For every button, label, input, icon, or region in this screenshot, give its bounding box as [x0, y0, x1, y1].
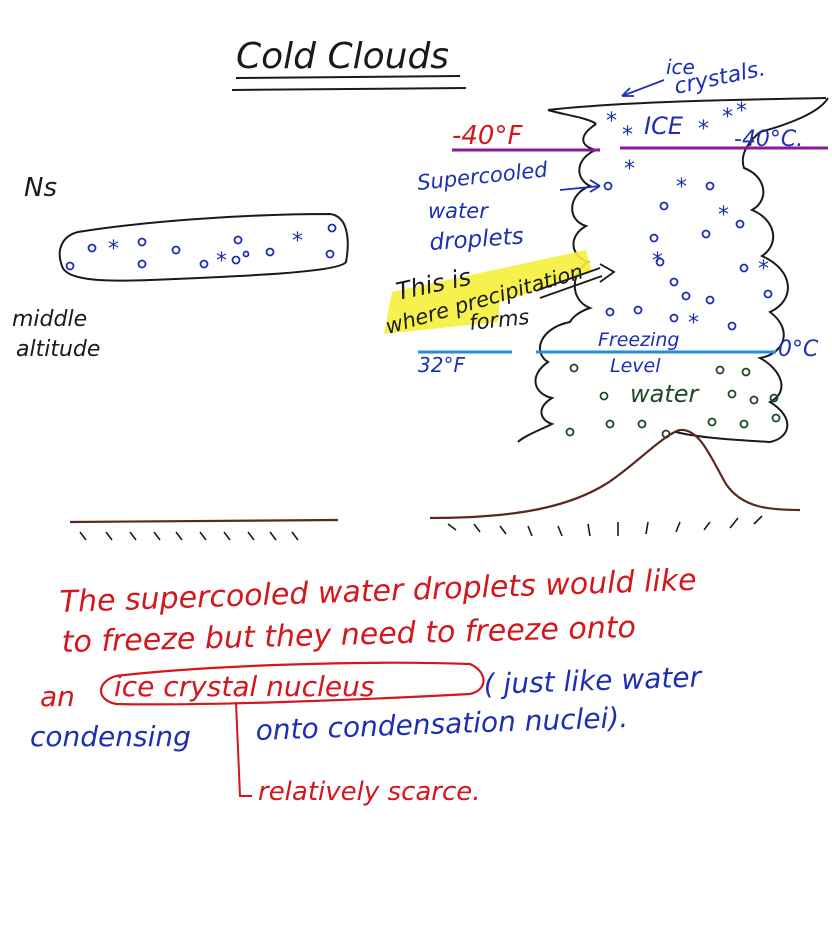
svg-text:*: *	[652, 249, 663, 274]
svg-text:*: *	[736, 99, 747, 124]
svg-text:*: *	[624, 157, 635, 182]
cloud-ice-stars: * * * * * *	[624, 157, 769, 336]
precip-arrow	[537, 263, 616, 299]
cloud-left-edge	[517, 123, 600, 443]
svg-text:*: *	[216, 249, 227, 274]
scarce-pointer	[235, 701, 252, 797]
supercooled-label-3: droplets	[429, 223, 525, 256]
cloud-type-label: Ns	[24, 173, 57, 203]
temp-minus40c: -40°C.	[734, 127, 803, 152]
note-line-2: to freeze but they need to freeze onto	[61, 610, 636, 660]
supercooled-arrow	[559, 179, 601, 193]
svg-text:*: *	[292, 229, 303, 254]
freezing-label-1: Freezing	[598, 329, 679, 351]
precip-highlight	[384, 250, 592, 334]
temp-32f: 32°F	[418, 353, 465, 377]
ns-ice-stars: * * *	[108, 229, 303, 274]
svg-text:*: *	[606, 109, 617, 134]
ice-region-label: ICE	[644, 112, 684, 140]
supercooled-label-2: water	[428, 199, 489, 223]
note-line-4-a: condensing	[30, 720, 191, 753]
altitude-label-1: middle	[12, 307, 87, 332]
cloud-droplets	[603, 181, 773, 331]
ice-crystals-label-1: ice	[666, 55, 695, 79]
nucleus-circle	[99, 661, 485, 706]
svg-text:*: *	[718, 203, 729, 228]
left-ground-hatch	[79, 531, 299, 541]
left-ground-line	[69, 518, 339, 524]
right-ground-hatch	[447, 515, 763, 537]
title: Cold Clouds	[236, 36, 449, 77]
ns-cloud-outline	[58, 212, 349, 282]
precip-label-3: forms	[468, 305, 531, 335]
ns-cloud-particles	[65, 223, 337, 271]
note-line-4-b: onto condensation nuclei).	[255, 701, 629, 747]
cloud-right-edge	[675, 131, 789, 444]
svg-text:*: *	[758, 257, 769, 282]
anvil-ice-stars: ** ** *	[606, 99, 747, 148]
ice-crystals-arrow	[621, 79, 665, 97]
svg-text:*: *	[622, 123, 633, 148]
svg-text:*: *	[698, 117, 709, 142]
svg-text:*: *	[108, 237, 119, 262]
water-droplets	[565, 363, 781, 439]
note-line-3-b: ( just like water	[483, 660, 703, 701]
supercooled-label-1: Supercooled	[416, 157, 549, 195]
svg-text:*: *	[676, 175, 687, 200]
temp-0c: 0°C	[778, 337, 819, 362]
scarce-label: relatively scarce.	[258, 777, 481, 807]
altitude-label-2: altitude	[16, 337, 100, 362]
water-label: water	[630, 380, 701, 408]
freezing-label-2: Level	[610, 355, 661, 377]
mountain	[429, 428, 801, 520]
note-line-3-a: an	[40, 680, 75, 713]
temp-minus40f: -40°F	[452, 121, 523, 151]
title-underline-2	[231, 87, 467, 91]
note-line-3-circled: ice crystal nucleus	[114, 670, 374, 703]
anvil-top	[547, 97, 829, 133]
minus40-line	[452, 146, 828, 152]
title-underline	[235, 75, 461, 79]
svg-text:*: *	[722, 105, 733, 130]
svg-text:*: *	[688, 311, 699, 336]
